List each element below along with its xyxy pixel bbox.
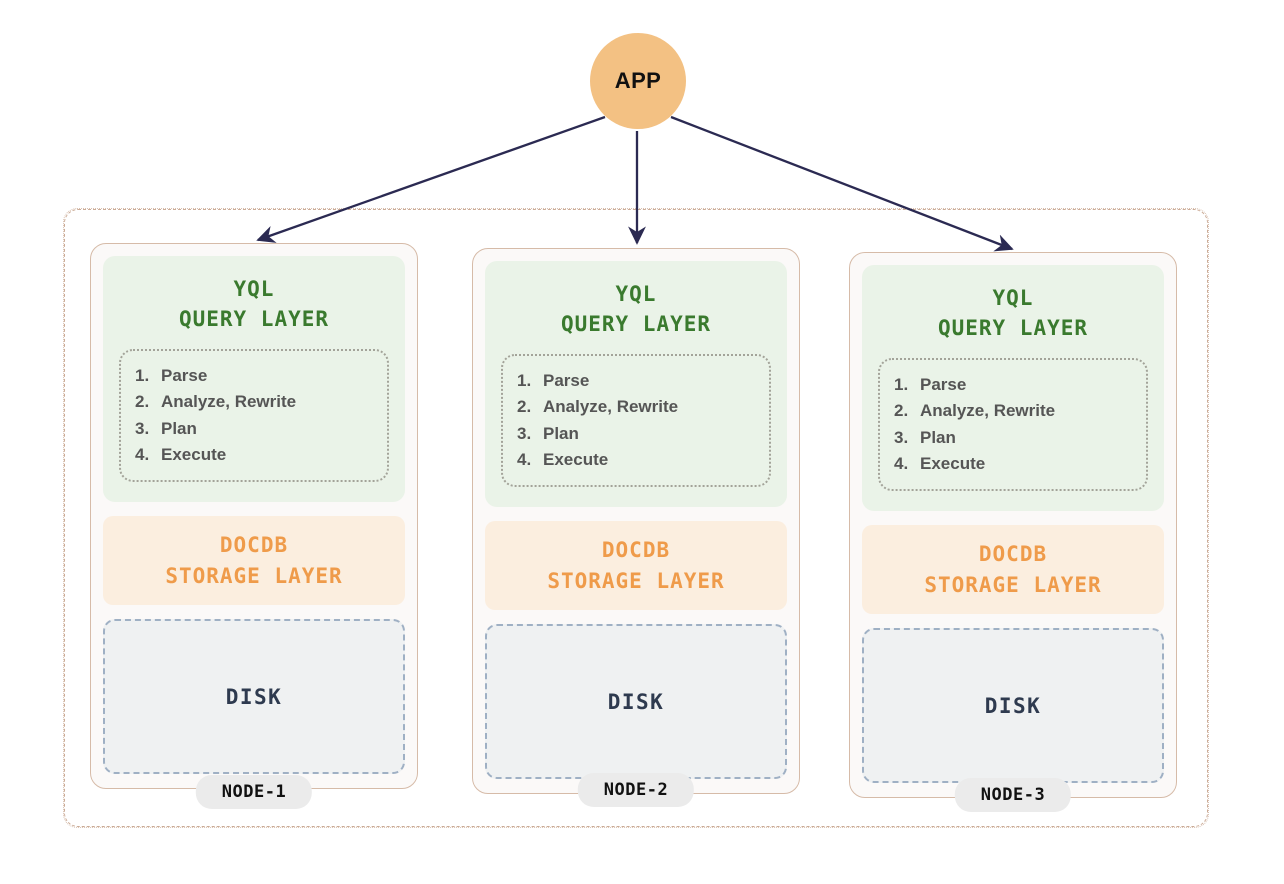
disk-panel-3: DISK [862, 628, 1164, 783]
query-step-label-1: Parse [920, 374, 967, 394]
app-label: APP [614, 68, 662, 93]
storage-layer-panel-2: DOCDB STORAGE LAYER [485, 521, 787, 611]
query-step-number-2: 2. [517, 397, 532, 417]
query-steps-list-3: 1. Parse 2. Analyze, Rewrite 3. Plan 4. … [894, 372, 1136, 477]
query-step-1: 1. Parse [894, 372, 1136, 398]
node-card-1[interactable]: YQL QUERY LAYER 1. Parse 2. Analyze, Rew… [90, 243, 418, 789]
query-layer-title-1: YQL QUERY LAYER [178, 277, 330, 332]
query-steps-box-3: 1. Parse 2. Analyze, Rewrite 3. Plan 4. … [878, 357, 1148, 492]
disk-title-1: DISK [225, 684, 283, 709]
query-step-number-3: 3. [135, 418, 150, 438]
query-step-number-2: 2. [135, 392, 150, 412]
query-step-label-4: Execute [543, 449, 609, 469]
query-step-number-4: 4. [135, 444, 150, 464]
query-steps-box-1: 1. Parse 2. Analyze, Rewrite 3. Plan 4. … [119, 348, 389, 483]
disk-title-3: DISK [984, 693, 1042, 718]
node-card-3[interactable]: YQL QUERY LAYER 1. Parse 2. Analyze, Rew… [849, 252, 1177, 798]
query-step-number-2: 2. [894, 401, 909, 421]
query-step-number-4: 4. [894, 453, 909, 473]
query-step-1: 1. Parse [517, 368, 759, 394]
node-card-2[interactable]: YQL QUERY LAYER 1. Parse 2. Analyze, Rew… [472, 248, 800, 794]
query-layer-title-2: YQL QUERY LAYER [560, 282, 712, 337]
query-step-3: 3. Plan [135, 416, 377, 442]
storage-layer-title-2: DOCDB STORAGE LAYER [547, 538, 725, 593]
query-step-2: 2. Analyze, Rewrite [135, 389, 377, 415]
query-step-number-1: 1. [517, 370, 532, 390]
disk-title-2: DISK [607, 689, 665, 714]
query-step-label-4: Execute [920, 453, 986, 473]
query-step-label-2: Analyze, Rewrite [161, 392, 297, 412]
query-step-number-1: 1. [894, 374, 909, 394]
query-step-number-3: 3. [517, 423, 532, 443]
query-step-4: 4. Execute [135, 442, 377, 468]
query-step-number-3: 3. [894, 427, 909, 447]
disk-panel-2: DISK [485, 624, 787, 779]
query-step-label-2: Analyze, Rewrite [920, 401, 1056, 421]
query-step-label-1: Parse [161, 365, 208, 385]
query-step-2: 2. Analyze, Rewrite [894, 398, 1136, 424]
query-layer-title-3: YQL QUERY LAYER [937, 286, 1089, 341]
node-badge-2: NODE-2 [577, 773, 695, 807]
query-layer-panel-1: YQL QUERY LAYER 1. Parse 2. Analyze, Rew… [103, 256, 405, 503]
query-layer-panel-2: YQL QUERY LAYER 1. Parse 2. Analyze, Rew… [485, 261, 787, 508]
disk-panel-1: DISK [103, 619, 405, 774]
storage-layer-title-3: DOCDB STORAGE LAYER [924, 542, 1102, 597]
storage-layer-title-1: DOCDB STORAGE LAYER [165, 533, 343, 588]
query-steps-list-1: 1. Parse 2. Analyze, Rewrite 3. Plan 4. … [135, 363, 377, 468]
query-step-label-3: Plan [161, 418, 197, 438]
storage-layer-panel-1: DOCDB STORAGE LAYER [103, 516, 405, 606]
query-steps-list-2: 1. Parse 2. Analyze, Rewrite 3. Plan 4. … [517, 368, 759, 473]
query-layer-panel-3: YQL QUERY LAYER 1. Parse 2. Analyze, Rew… [862, 265, 1164, 512]
query-step-label-2: Analyze, Rewrite [543, 397, 679, 417]
query-step-3: 3. Plan [517, 421, 759, 447]
node-badge-1: NODE-1 [195, 775, 313, 809]
query-step-4: 4. Execute [517, 447, 759, 473]
query-steps-box-2: 1. Parse 2. Analyze, Rewrite 3. Plan 4. … [501, 353, 771, 488]
storage-layer-panel-3: DOCDB STORAGE LAYER [862, 525, 1164, 615]
query-step-label-1: Parse [543, 370, 590, 390]
query-step-number-4: 4. [517, 449, 532, 469]
query-step-number-1: 1. [135, 365, 150, 385]
node-badge-3: NODE-3 [954, 778, 1072, 812]
query-step-3: 3. Plan [894, 425, 1136, 451]
query-step-label-3: Plan [920, 427, 956, 447]
query-step-label-3: Plan [543, 423, 579, 443]
app-client-node[interactable]: APP [590, 33, 686, 129]
query-step-1: 1. Parse [135, 363, 377, 389]
query-step-label-4: Execute [161, 444, 227, 464]
query-step-4: 4. Execute [894, 451, 1136, 477]
query-step-2: 2. Analyze, Rewrite [517, 394, 759, 420]
